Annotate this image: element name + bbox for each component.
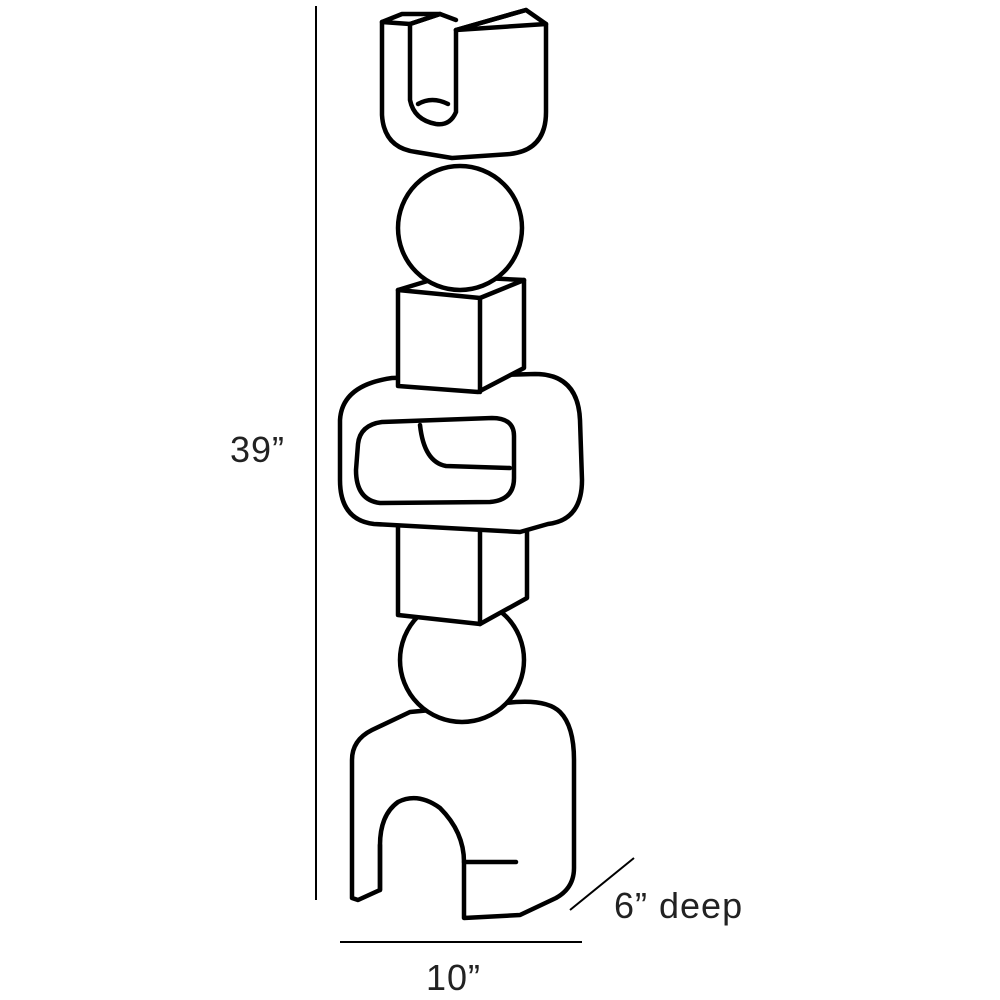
- base-arch-block: [349, 699, 577, 921]
- top-u-block: [379, 7, 549, 161]
- depth-dimension-line: [569, 857, 635, 911]
- height-label: 39”: [230, 429, 285, 470]
- depth-label: 6” deep: [614, 885, 743, 926]
- upper-cube: [395, 273, 527, 395]
- width-label: 10”: [426, 957, 481, 998]
- upper-sphere: [395, 163, 525, 293]
- middle-ring-block: [337, 371, 585, 535]
